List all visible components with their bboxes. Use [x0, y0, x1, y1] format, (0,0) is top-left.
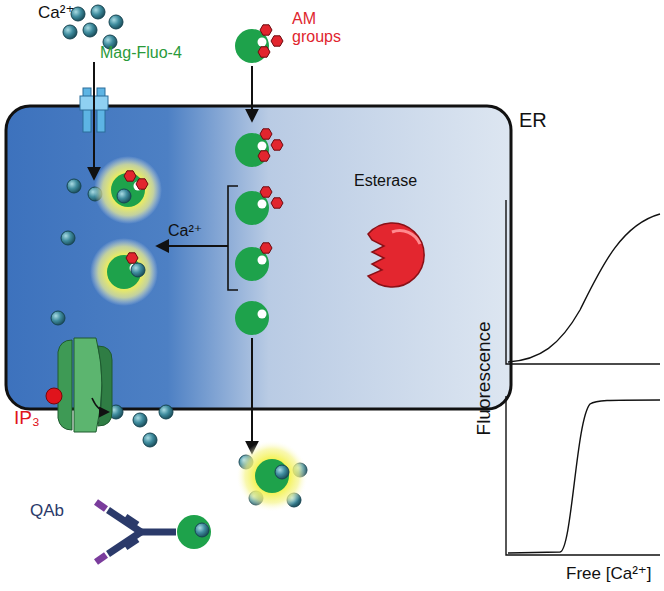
qab-antibody — [96, 502, 211, 562]
am-label: AM groups — [292, 10, 362, 45]
compartment-label: ER — [519, 109, 547, 131]
ion-label: Ca²⁺ — [38, 4, 74, 23]
axis-label: Fluorescence — [474, 321, 495, 435]
dye-deesterification — [158, 129, 283, 452]
ion-label: Ca²⁺ — [168, 222, 202, 240]
esterase-enzyme — [368, 223, 424, 287]
am-dye — [235, 25, 283, 120]
er-compartment: ER — [5, 105, 512, 410]
enzyme-label: Esterase — [354, 172, 417, 190]
esterase-highlight — [392, 231, 420, 244]
axis-label: Free [Ca²⁺] — [566, 565, 652, 584]
antibody-label: QAb — [30, 502, 64, 521]
ip3-receptor — [46, 338, 112, 432]
fluorescent-dyes — [90, 156, 308, 512]
dye-name: Mag-Fluo-4 — [100, 44, 182, 62]
ip3-label: IP₃ — [14, 408, 40, 429]
calcium-ions — [51, 5, 307, 507]
response-curves — [506, 200, 660, 555]
calcium-channel — [80, 62, 108, 178]
